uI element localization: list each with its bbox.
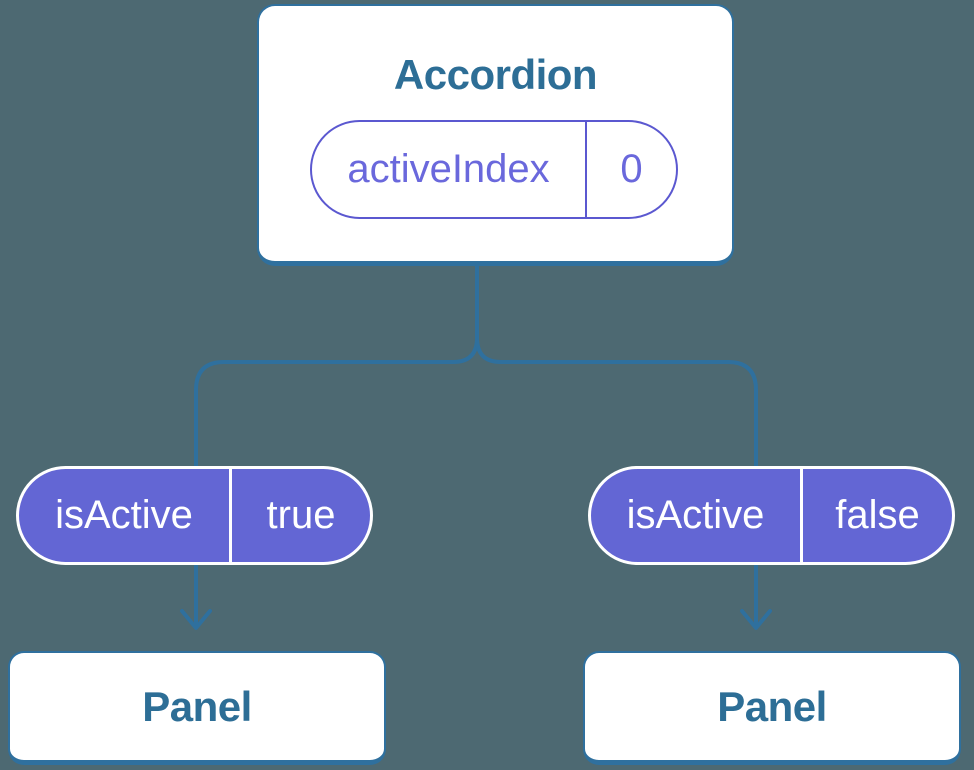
- accordion-title: Accordion: [393, 51, 598, 98]
- panel-title: Panel: [142, 682, 252, 730]
- prop-value-label: true: [266, 493, 336, 537]
- prop-pill: isActive false: [588, 466, 955, 565]
- panel-title: Panel: [717, 682, 827, 730]
- right-down-arrow-icon: [740, 609, 772, 630]
- tree-connector-left: [194, 266, 479, 626]
- left-down-arrow-icon: [180, 609, 212, 630]
- pill-divider: [800, 469, 803, 562]
- tree-connector-right: [475, 266, 758, 626]
- pill-divider: [585, 122, 587, 217]
- panel-component-box: Panel: [583, 651, 961, 765]
- panel-component-box: Panel: [8, 651, 386, 765]
- state-name-label: activeIndex: [347, 147, 550, 191]
- prop-name-label: isActive: [626, 493, 765, 537]
- prop-pill: isActive true: [16, 466, 373, 565]
- state-pill: activeIndex 0: [310, 120, 678, 219]
- prop-name-label: isActive: [55, 493, 193, 537]
- state-value-label: 0: [620, 147, 643, 191]
- pill-divider: [229, 469, 232, 562]
- prop-value-label: false: [835, 493, 920, 537]
